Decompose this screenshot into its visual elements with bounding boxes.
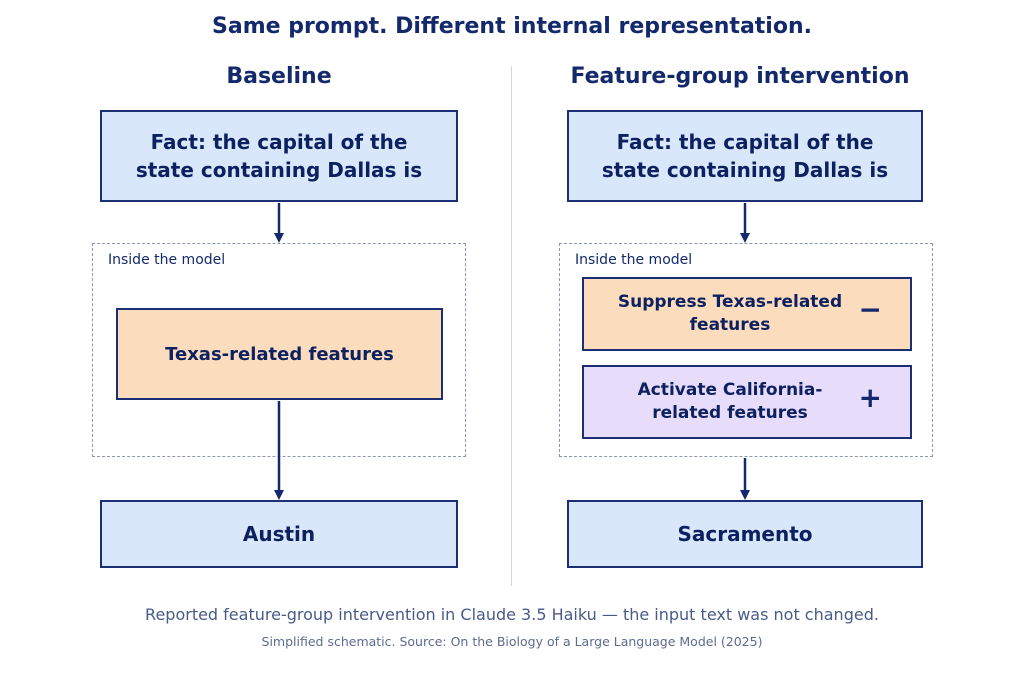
suppress-texas-box: Suppress Texas-related features − — [582, 277, 912, 351]
intervention-heading: Feature-group intervention — [570, 64, 910, 89]
intervention-model-region — [559, 243, 933, 457]
baseline-prompt-text: Fact: the capital of the state containin… — [135, 130, 423, 182]
texas-features-box: Texas-related features — [116, 308, 443, 400]
column-divider — [511, 66, 512, 586]
suppress-texas-label: Suppress Texas-related features — [617, 292, 843, 335]
intervention-inside-label: Inside the model — [575, 252, 693, 268]
intervention-output-text: Sacramento — [677, 522, 813, 546]
source-note: Simplified schematic. Source: On the Bio… — [261, 634, 763, 649]
activate-california-label: Activate California-related features — [637, 380, 823, 423]
intervention-output-box: Sacramento — [567, 500, 923, 568]
baseline-prompt-box: Fact: the capital of the state containin… — [100, 110, 458, 202]
minus-icon: − — [858, 293, 882, 326]
baseline-heading: Baseline — [226, 64, 332, 89]
baseline-inside-label: Inside the model — [108, 252, 226, 268]
plus-icon: + — [858, 381, 882, 414]
baseline-output-box: Austin — [100, 500, 458, 568]
activate-california-box: Activate California-related features + — [582, 365, 912, 439]
intervention-prompt-box: Fact: the capital of the state containin… — [567, 110, 923, 202]
baseline-output-text: Austin — [242, 522, 316, 546]
diagram-title: Same prompt. Different internal represen… — [212, 14, 812, 39]
texas-features-label: Texas-related features — [165, 343, 394, 365]
intervention-prompt-text: Fact: the capital of the state containin… — [601, 130, 889, 182]
caption: Reported feature-group intervention in C… — [145, 605, 879, 624]
